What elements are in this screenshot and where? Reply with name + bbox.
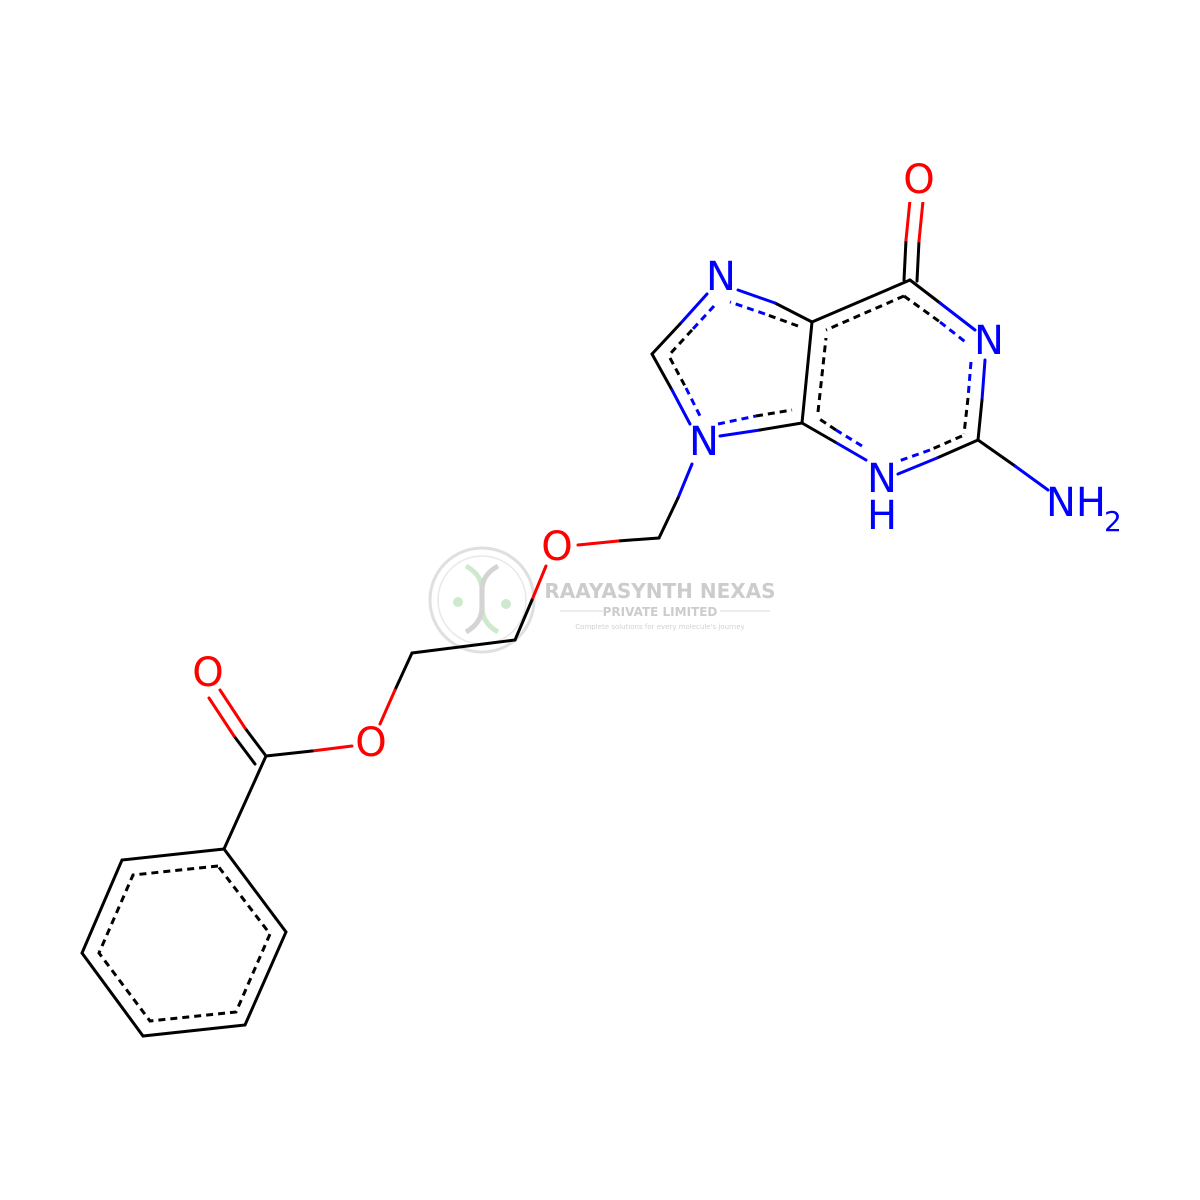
bond-ch2-ch2 [410, 638, 517, 655]
bond-ch2-oester [378, 651, 414, 726]
bond-c2-n3 [895, 434, 980, 476]
bond-n1-c2 [962, 358, 987, 442]
bond-n9-c4 [717, 408, 804, 438]
atom-o-ester: O [355, 720, 386, 766]
bond-carbonyl-phenyl [222, 754, 268, 851]
atom-nh2: NH [1046, 480, 1106, 526]
bond-n7-c8 [650, 292, 716, 356]
bond-c6-c5 [810, 278, 912, 332]
atom-n7: N [706, 254, 736, 300]
bond-ch2-oether [576, 536, 661, 547]
atom-n3-hydrogen: H [867, 493, 897, 539]
atom-o-ether: O [541, 524, 572, 570]
atom-o-carbonyl-ester: O [192, 650, 223, 696]
watermark-company: RAAYASYNTH NEXAS [544, 579, 775, 603]
bond-c2-nh2 [976, 438, 1050, 492]
watermark: RAAYASYNTH NEXAS PRIVATE LIMITED Complet… [428, 546, 776, 654]
bond-c6-n1 [903, 278, 977, 346]
bond-n3-c4 [800, 416, 868, 462]
bond-n9-ch2 [657, 462, 694, 540]
bond-c4-c5 [800, 320, 828, 425]
atom-nh2-subscript: 2 [1104, 505, 1122, 538]
dna-helix-logo [428, 546, 536, 654]
bond-c5-n7 [729, 288, 814, 328]
watermark-subtitle: PRIVATE LIMITED [603, 605, 718, 619]
phenyl-ring [80, 847, 288, 1038]
bond-c8-n9 [650, 352, 702, 426]
bond-oether-ch2 [513, 564, 548, 642]
atom-n1: N [974, 318, 1004, 364]
bond-ester-c-o-double [207, 688, 268, 766]
atom-n3: N [867, 456, 897, 502]
atom-n9: N [689, 419, 719, 465]
bond-c6-o-double [902, 198, 925, 283]
bond-oester-ccarbonyl [264, 744, 354, 758]
atom-labels: O N N N N H NH 2 O O O [192, 157, 1122, 766]
atom-o-carbonyl-purine: O [903, 157, 934, 203]
watermark-tagline: Complete solutions for every molecule's … [575, 623, 744, 631]
bonds [80, 198, 1050, 1038]
